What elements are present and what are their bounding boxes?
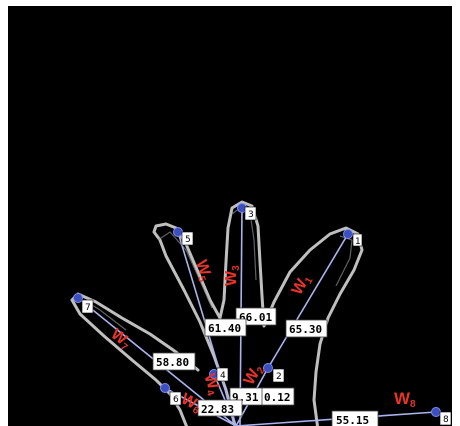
point-tag-1: 1 [353, 234, 362, 247]
measurement-label-61-40: 61.40 [205, 319, 246, 336]
measurement-label-22-83: 22.83 [198, 400, 242, 416]
weight-label-3-sub: 3 [231, 265, 242, 271]
point-6 [161, 384, 170, 393]
point-tag-5: 5 [182, 232, 193, 245]
point-tag-4-text: 4 [220, 371, 226, 381]
point-tag-7-text: 7 [85, 303, 91, 313]
measurement-value-7: 22.83 [201, 403, 234, 416]
point-7 [74, 294, 83, 303]
measurement-label-65-30: 65.30 [286, 320, 327, 337]
measurement-value-8: 55.15 [336, 414, 369, 426]
point-tag-8: 8 [440, 412, 451, 425]
point-tag-5-text: 5 [185, 235, 191, 245]
hand-outline [72, 202, 362, 426]
weight-label-8-main: W [394, 389, 411, 408]
point-tag-1-text: 1 [355, 237, 361, 247]
weight-label-8: W8 [394, 389, 416, 410]
hand-image-panel: 1 2 3 4 5 6 7 8 66.01 61.40 65.30 58.80 … [8, 6, 452, 426]
point-5 [174, 228, 183, 237]
point-1 [344, 230, 353, 239]
measurement-value-6: 0.12 [264, 391, 291, 404]
weight-label-2: W2 [241, 361, 268, 389]
point-tag-2-text: 2 [276, 372, 282, 382]
point-tag-3-text: 3 [248, 210, 254, 220]
measurement-label-58-80: 58.80 [153, 353, 195, 370]
weight-label-5: W5 [190, 258, 215, 284]
weight-label-8-sub: 8 [410, 399, 416, 410]
hand-diagram: 1 2 3 4 5 6 7 8 66.01 61.40 65.30 58.80 … [8, 6, 452, 426]
weight-label-3-main: W [223, 270, 240, 286]
point-tag-7: 7 [82, 300, 93, 313]
point-8 [432, 408, 441, 417]
measurement-value-2: 61.40 [208, 322, 241, 335]
measurement-value-4: 58.80 [156, 356, 189, 369]
point-tag-8-text: 8 [443, 415, 449, 425]
measurement-label-0-12: 0.12 [262, 388, 294, 405]
point-tag-2: 2 [273, 369, 284, 382]
measurement-value-3: 65.30 [289, 323, 322, 336]
point-tag-3: 3 [245, 207, 256, 220]
measurement-label-55-15: 55.15 [332, 411, 378, 426]
